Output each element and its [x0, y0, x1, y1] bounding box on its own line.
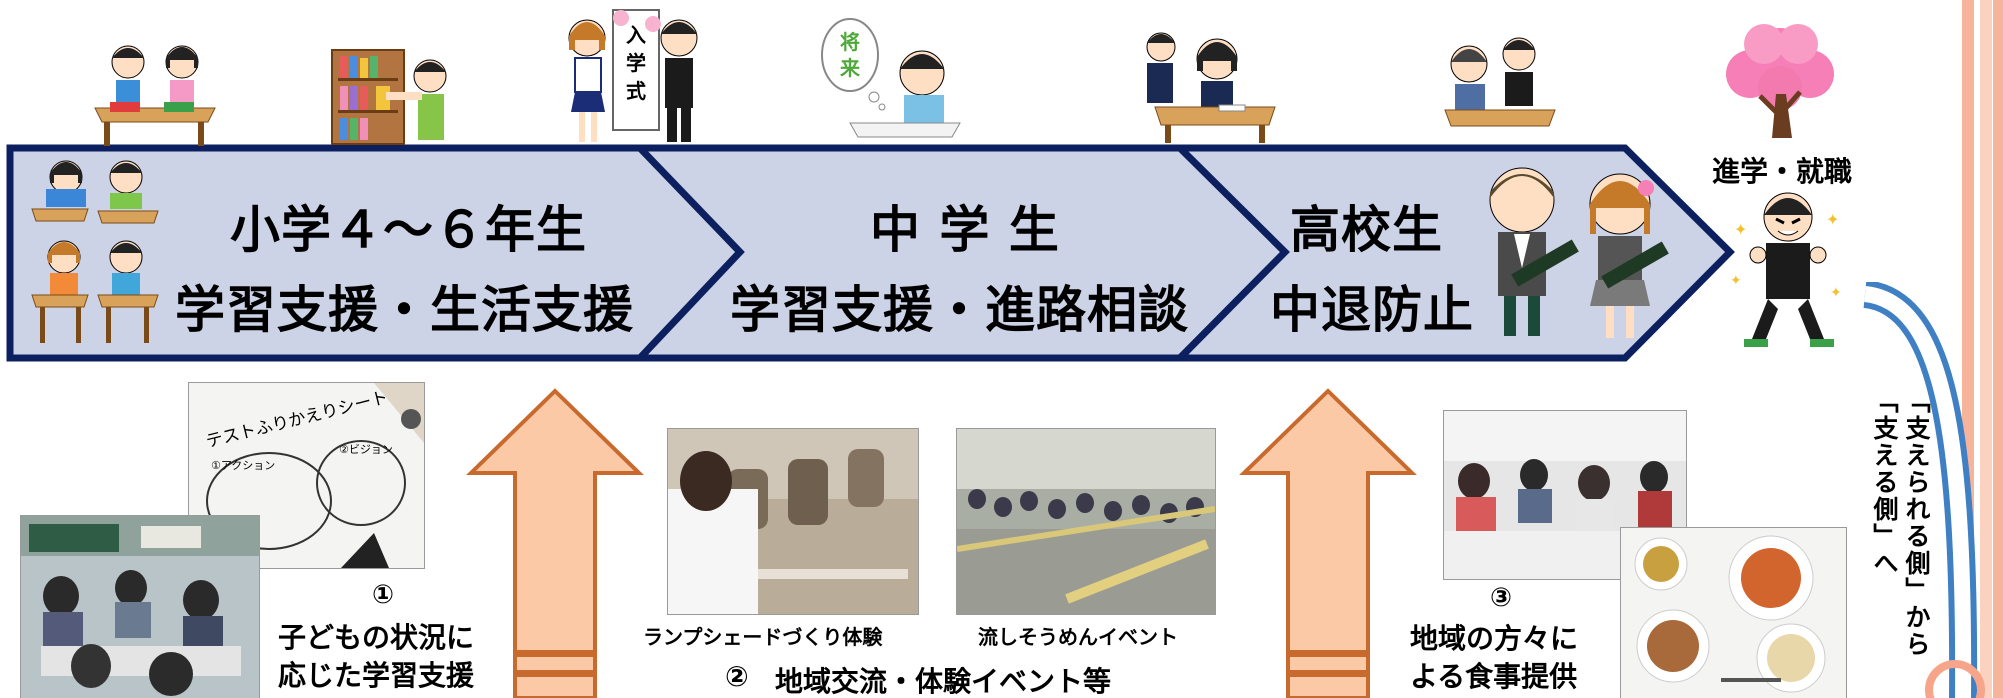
noodle-drawing: [957, 429, 1215, 614]
elementary-class-illustration: [31, 160, 159, 343]
worksheet-field-vision: ②ビジョン: [339, 443, 393, 456]
activity-2-label: 地域交流・体験イベント等: [775, 665, 1112, 698]
graduates-illustration: [1489, 167, 1669, 338]
thinking-future-illustration: 将 来: [821, 18, 961, 138]
sign-char-2: 学: [626, 51, 646, 75]
stage-2-subtitle: 学習支援・進路相談: [730, 281, 1189, 339]
future-char-2: 来: [839, 56, 861, 80]
svg-text:✦: ✦: [1730, 273, 1742, 289]
sign-char-1: 入: [626, 23, 646, 47]
stage-3-title: 高校生: [1290, 201, 1443, 259]
classroom-study-photo: [20, 515, 260, 698]
up-arrow-2: [1239, 388, 1417, 698]
career-consultation-illustration: [1146, 32, 1276, 143]
future-char-1: 将: [840, 30, 860, 54]
activity-3-line-2: よる食事提供: [1410, 660, 1578, 693]
svg-text:✦: ✦: [1826, 210, 1839, 229]
activity-2-photo-caption-2: 流しそうめんイベント: [978, 625, 1178, 649]
classroom-drawing: [21, 516, 259, 698]
activity-1-number: ①: [372, 580, 395, 610]
up-arrow-1: [466, 388, 644, 698]
activity-1-line-2: 応じた学習支援: [278, 659, 475, 692]
side-text-line-2: 「支える側」へ: [1870, 388, 1899, 577]
noodle-event-photo: [956, 428, 1216, 615]
cherry-blossom-illustration: [1726, 24, 1834, 138]
worksheet-photo: テストふりかえりシート ①アクション ②ビジョン: [188, 382, 425, 569]
worksheet-field-action: ①アクション: [211, 459, 276, 472]
activity-2-number: ②: [725, 660, 749, 693]
students-at-desks-illustration: [94, 45, 216, 146]
dining-drawing: [1444, 411, 1686, 579]
side-text-line-1: 「支えられる側」から: [1902, 388, 1931, 658]
decor-stripe: [1980, 0, 1992, 698]
decor-stripe: [1993, 0, 2003, 698]
svg-text:✦: ✦: [1734, 220, 1747, 239]
goal-label: 進学・就職: [1712, 155, 1853, 188]
meeting-illustration: [1444, 37, 1556, 127]
stage-1-subtitle: 学習支援・生活支援: [175, 281, 634, 339]
activity-3-line-1: 地域の方々に: [1410, 622, 1579, 655]
stage-2-title: 中 学 生: [870, 201, 1060, 259]
boy-at-bookshelf-illustration: [331, 49, 447, 145]
activity-2-photo-caption-1: ランプシェードづくり体験: [643, 625, 883, 649]
sign-char-3: 式: [626, 79, 646, 103]
activity-1-line-1: 子どもの状況に: [278, 621, 475, 654]
entrance-ceremony-illustration: 入 学 式: [568, 9, 698, 142]
lampshade-workshop-photo: [667, 428, 919, 615]
stage-1-title: 小学４～６年生: [230, 201, 587, 259]
goal-graduate-illustration: ✦ ✦ ✦ ✦: [1730, 192, 1842, 347]
transition-curve-arrow: [1862, 282, 1985, 698]
svg-text:✦: ✦: [1830, 285, 1842, 301]
meal-drawing: [1621, 528, 1846, 698]
lampshade-drawing: [668, 429, 918, 614]
stage-3-subtitle: 中退防止: [1270, 281, 1474, 339]
activity-3-number: ③: [1490, 583, 1513, 613]
meal-photo: [1620, 527, 1847, 698]
